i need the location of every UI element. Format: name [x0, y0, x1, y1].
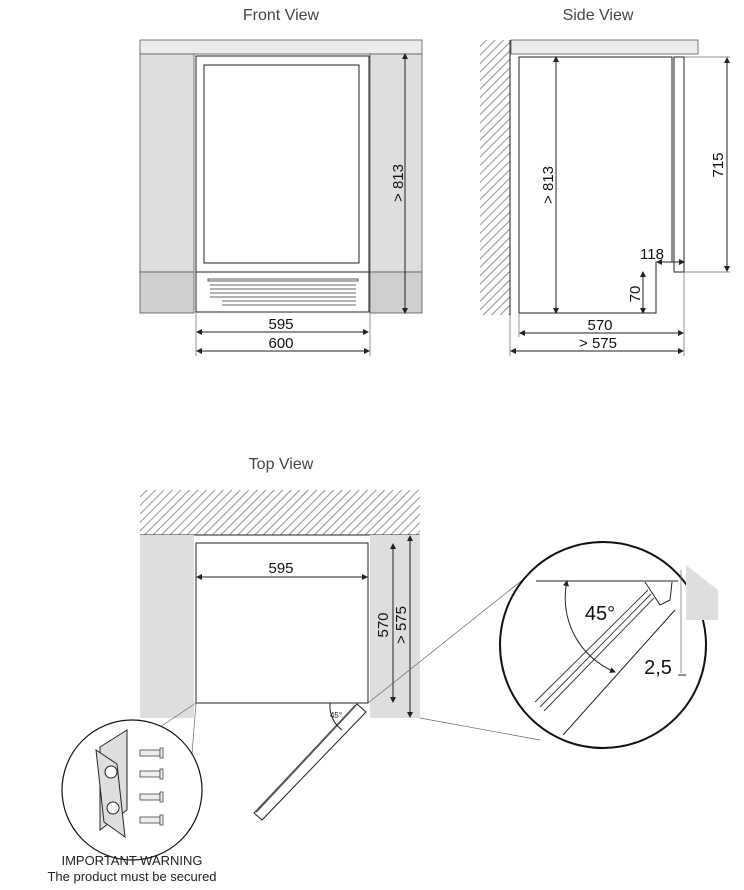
glass-door: [203, 64, 360, 264]
left-cabinet: [140, 535, 194, 718]
plinth-height-label: 70: [627, 286, 644, 303]
warning-text: The product must be secured: [47, 869, 216, 884]
bracket-detail: IMPORTANT WARNING The product must be se…: [47, 719, 217, 884]
open-door: [253, 703, 367, 821]
side-view-title: Side View: [563, 7, 634, 24]
vent-grille: [210, 284, 356, 306]
top-depth-label: 570: [375, 612, 392, 637]
wall-hatch: [140, 490, 420, 535]
door-height-label: 715: [710, 152, 727, 177]
door-side: [673, 56, 685, 273]
detail-gap-label: 2,5: [644, 657, 672, 679]
front-height-label: > 813: [390, 164, 407, 202]
front-view-title: Front View: [243, 7, 320, 24]
front-view: Front View > 813 595 600: [139, 7, 423, 356]
top-view-title: Top View: [249, 456, 314, 473]
door-angle-label: 45°: [330, 711, 342, 720]
right-cabinet: [369, 53, 423, 273]
screw-icons: [139, 747, 164, 826]
front-outer-width-label: 600: [268, 335, 293, 352]
side-min-depth-label: > 575: [579, 335, 617, 352]
top-width-label: 595: [268, 560, 293, 577]
hinge-detail: 45° 2,5: [499, 541, 718, 749]
side-view: Side View > 813 715 118 70 570 > 575: [480, 7, 730, 356]
appliance-top: [195, 542, 369, 704]
left-cabinet: [139, 53, 195, 273]
countertop: [139, 39, 423, 55]
warning-title: IMPORTANT WARNING: [61, 853, 202, 868]
side-depth-label: 570: [587, 317, 612, 334]
wall-hatch: [480, 40, 510, 315]
detail-angle-label: 45°: [585, 603, 615, 625]
front-inner-width-label: 595: [268, 316, 293, 333]
countertop: [510, 39, 699, 55]
plinth-depth-label: 118: [640, 246, 664, 263]
side-height-label: > 813: [540, 166, 557, 204]
top-view: Top View 595 570 > 575 45°: [140, 456, 541, 821]
top-min-depth-label: > 575: [393, 606, 410, 644]
left-plinth: [139, 271, 195, 314]
right-plinth: [369, 271, 423, 314]
